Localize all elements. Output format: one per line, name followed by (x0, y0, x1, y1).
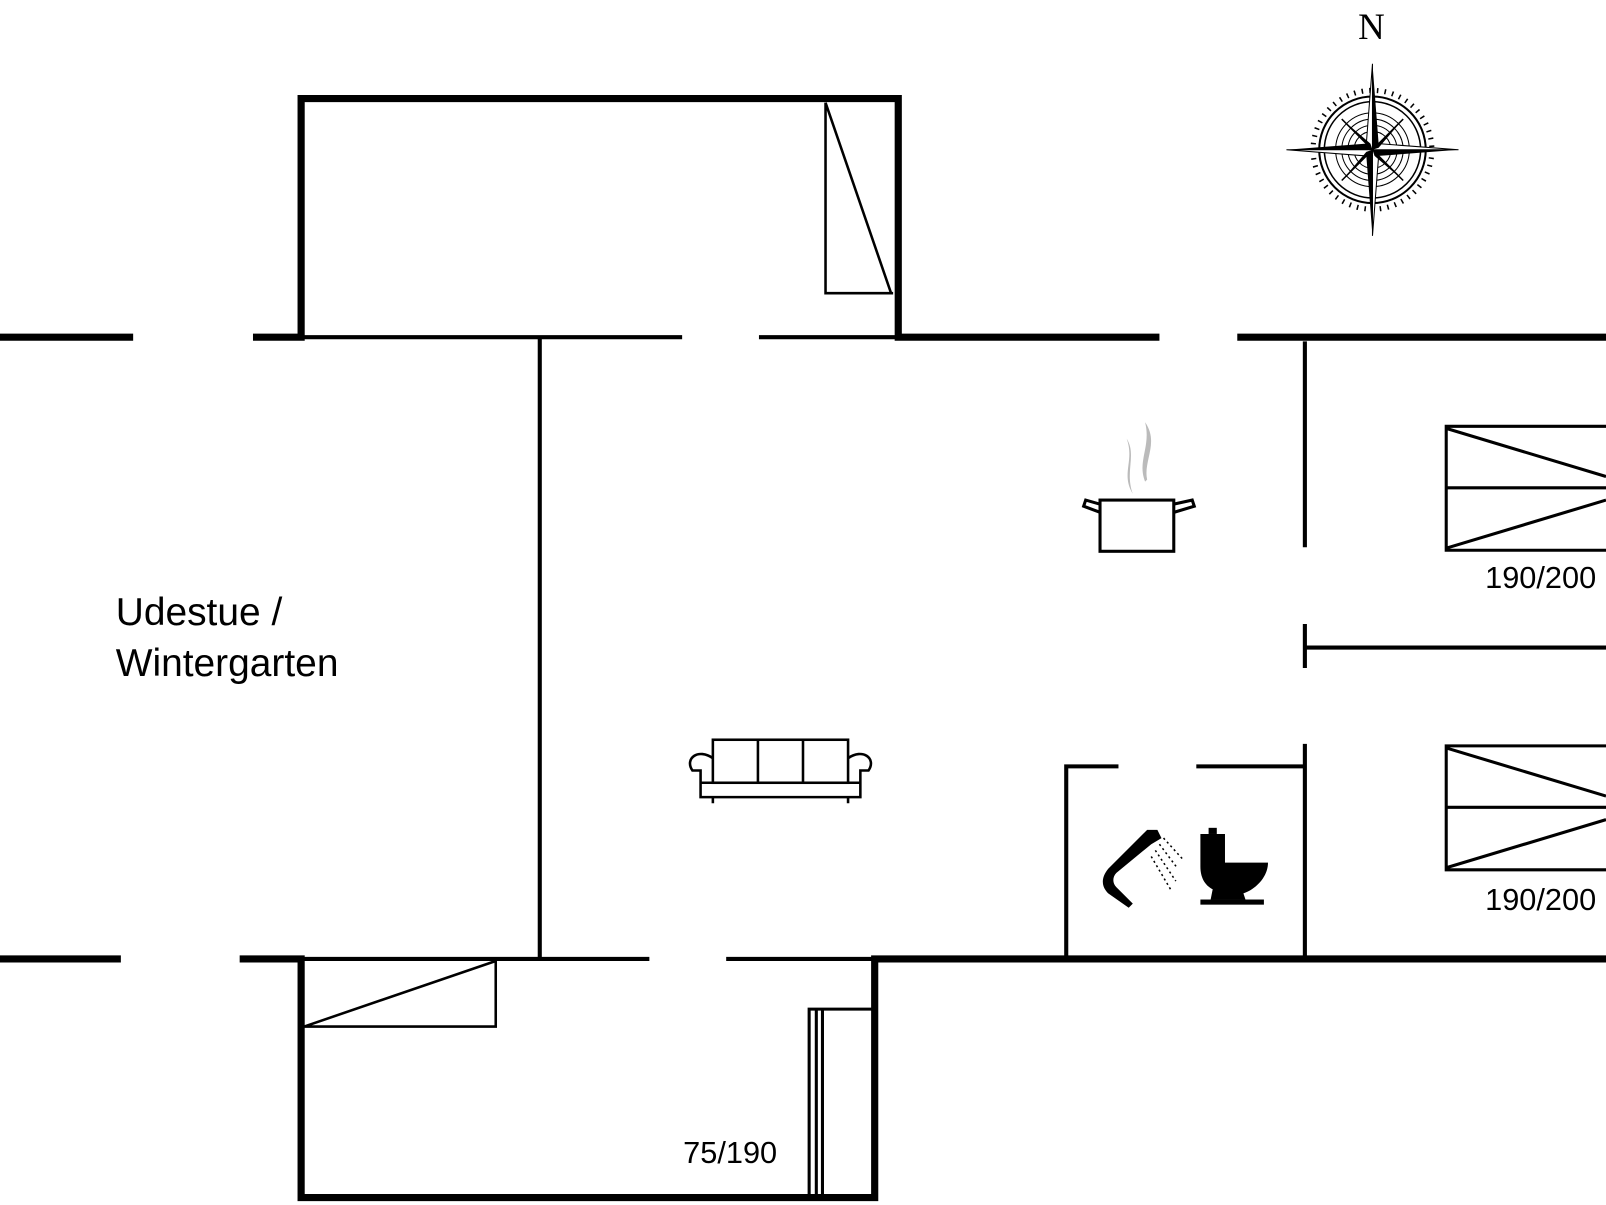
bed-single (807, 1007, 872, 1196)
exterior-walls (0, 94, 1606, 1202)
bed-size-label: 75/190 (683, 1135, 777, 1170)
toilet-icon (1200, 827, 1269, 905)
compass-rose-icon (1286, 63, 1459, 236)
shower-icon (1102, 829, 1185, 908)
bed-size-label: 190/200 (1485, 882, 1596, 917)
bed-double (1444, 424, 1606, 552)
wardrobe (824, 102, 894, 295)
sofa-icon (688, 738, 873, 804)
cooking-pot-icon (1081, 422, 1197, 553)
room-label-sunroom: Udestue / (116, 591, 283, 634)
wardrobe (303, 959, 498, 1028)
interior-walls (301, 335, 1606, 961)
bed-double (1444, 744, 1606, 872)
room-label-sunroom: Wintergarten (116, 642, 339, 685)
compass-north-label: N (1358, 6, 1385, 47)
bed-size-label: 190/200 (1485, 560, 1596, 595)
